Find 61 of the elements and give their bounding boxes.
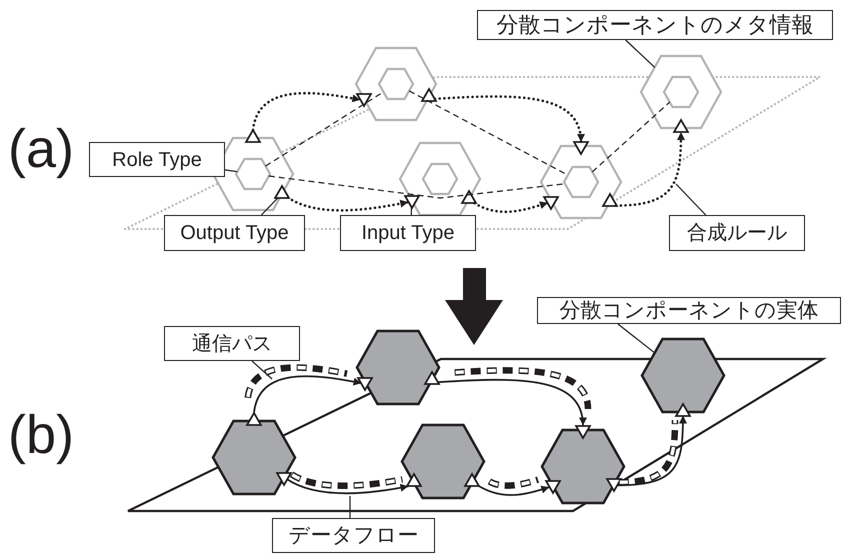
dotted-arrow [614, 130, 685, 207]
leader-line [349, 496, 351, 518]
port-triangle [573, 138, 589, 154]
entity-hexagon [402, 424, 484, 498]
label-box [477, 10, 833, 40]
leader-line [410, 208, 412, 215]
inner-hexagon [236, 159, 270, 189]
port-triangle [602, 194, 618, 210]
leader-line [224, 169, 238, 172]
port-triangle [673, 120, 689, 136]
label-box [272, 518, 435, 553]
dotted-arrow [252, 92, 362, 132]
component-hexagon [400, 143, 480, 215]
dashed-link-line [592, 102, 670, 172]
dotted-arrow [286, 196, 410, 212]
dashed-link-line [268, 175, 566, 199]
callout-label: 分散コンポーネントの実体 [560, 298, 818, 322]
port-triangle [245, 130, 261, 146]
label-box [89, 142, 225, 177]
dashed-link-line [265, 91, 384, 167]
callout-label: 通信パス [192, 332, 272, 354]
port-triangle [274, 186, 290, 202]
leader-line [625, 40, 656, 68]
leader-line [676, 184, 706, 216]
inner-hexagon [564, 167, 598, 197]
panel-label: (a) [8, 122, 74, 176]
port-triangle [276, 469, 292, 486]
port-triangle [675, 404, 691, 420]
dotted-arrow [434, 95, 584, 144]
component-hexagon [356, 48, 436, 120]
flow-arrow [286, 478, 409, 494]
port-triangle [420, 88, 437, 105]
dotted-arrow [473, 201, 550, 214]
callout-label: Input Type [361, 222, 455, 244]
flow-arrow [253, 375, 362, 413]
callout-label: データフロー [288, 524, 418, 548]
panel-label: (b) [8, 408, 74, 462]
leader-line [252, 360, 272, 380]
label-box [164, 326, 300, 361]
label-box [340, 215, 476, 251]
callout-label: 分散コンポーネントのメタ情報 [496, 12, 814, 38]
port-triangle [356, 90, 372, 106]
port-triangle [424, 372, 440, 388]
flow-arrow [478, 484, 550, 496]
flow-arrow [438, 378, 586, 426]
inner-hexagon [379, 69, 413, 99]
inner-hexagon [664, 77, 698, 107]
callout-label: Role Type [112, 148, 202, 170]
port-triangle [606, 475, 622, 492]
leader-line [618, 324, 655, 354]
label-box [164, 215, 305, 251]
port-triangle [246, 412, 262, 428]
label-box [537, 297, 841, 324]
flow-arrow [618, 416, 687, 486]
callout-label: 合成ルール [687, 222, 787, 244]
callout-label: Output Type [180, 222, 289, 244]
port-triangle [464, 474, 480, 490]
label-box [669, 215, 805, 251]
leader-line [260, 197, 279, 216]
entity-hexagon [357, 330, 439, 404]
inner-hexagon [423, 164, 457, 194]
